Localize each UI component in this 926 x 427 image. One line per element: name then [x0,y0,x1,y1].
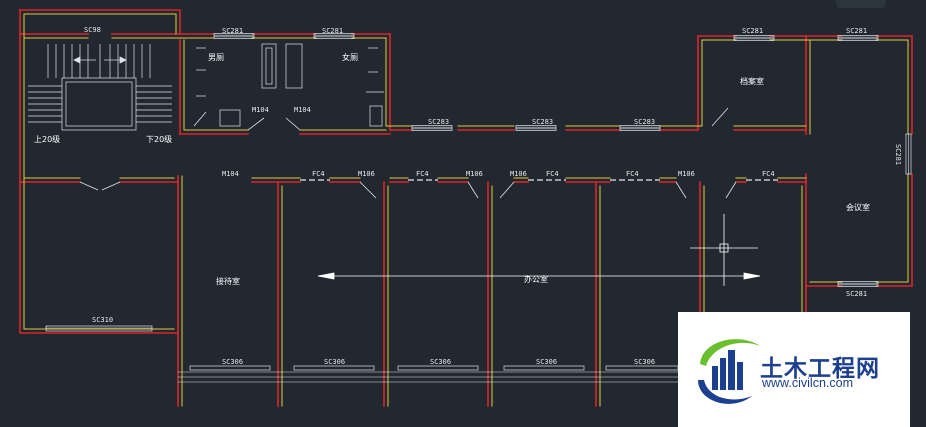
windows [45,33,912,371]
label-sc281: SC281 [846,290,867,298]
label-fc4: FC4 [312,170,325,178]
room-reception: 接待室 [216,276,240,286]
room-stair-up: 上20级 [34,134,60,144]
office-span-arrow [317,272,761,280]
room-office: 办公室 [524,274,548,284]
watermark-logo [678,312,910,427]
label-m106: M106 [510,170,527,178]
label-fc4: FC4 [546,170,559,178]
label-sc310: SC310 [92,316,113,324]
label-fc4: FC4 [416,170,429,178]
room-meeting: 会议室 [846,202,870,212]
watermark-url: www.civilcn.com [762,376,853,390]
room-names: 男厕 女厕 上20级 下20级 档案室 接待室 办公室 会议室 [34,52,870,286]
room-stair-down: 下20级 [146,134,172,144]
label-sc306: SC306 [222,358,243,366]
crosshair-cursor [690,214,758,286]
room-women-wc: 女厕 [342,52,358,62]
label-sc281: SC281 [222,27,243,35]
label-m104: M104 [294,106,311,114]
label-sc306: SC306 [536,358,557,366]
label-m106: M106 [466,170,483,178]
label-sc281: SC281 [742,27,763,35]
label-fc4: FC4 [626,170,639,178]
label-m106: M106 [678,170,695,178]
watermark-name: 土木工程网 [760,356,880,382]
label-sc306: SC306 [430,358,451,366]
label-fc4: FC4 [762,170,775,178]
walls [19,9,913,407]
label-sc281: SC281 [894,144,902,165]
room-men-wc: 男厕 [208,53,224,62]
label-sc306: SC306 [634,358,655,366]
annotations: SC98 SC281 SC281 SC281 SC281 SC281 SC281… [84,26,902,366]
label-sc283: SC283 [428,118,449,126]
room-archive: 档案室 [740,76,764,86]
label-sc281: SC281 [846,27,867,35]
label-sc98: SC98 [84,26,101,34]
label-m104: M104 [222,170,239,178]
label-m104: M104 [252,106,269,114]
label-sc283: SC283 [532,118,553,126]
wc-fixtures [196,43,384,127]
label-m106: M106 [358,170,375,178]
label-sc306: SC306 [324,358,345,366]
label-sc283: SC283 [634,118,655,126]
label-sc281: SC281 [322,27,343,35]
scroll-handle[interactable] [836,0,886,8]
staircase [28,44,172,131]
doors [79,107,737,199]
